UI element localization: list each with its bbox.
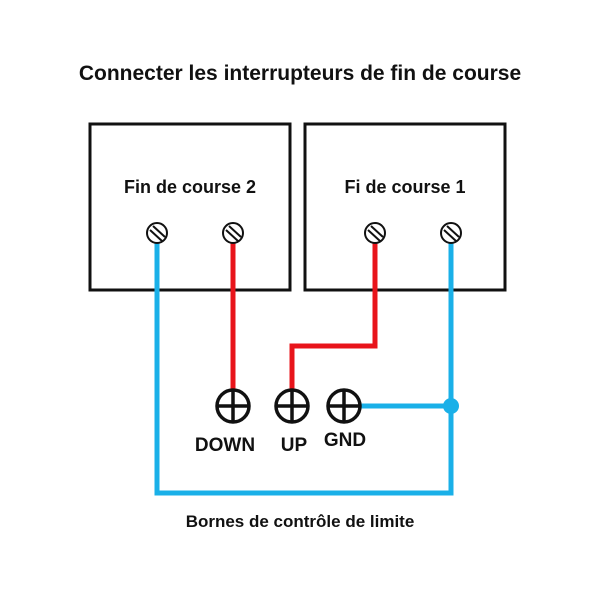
limit-switch-2-label: Fin de course 2	[124, 177, 256, 197]
terminal-gnd-label: GND	[324, 430, 366, 451]
red-wire-up	[289, 240, 378, 392]
wire-junction-dot	[443, 398, 459, 414]
blue-wire-common	[154, 240, 454, 496]
limit-switch-1-box	[303, 122, 507, 292]
terminal-up-label: UP	[281, 435, 308, 456]
screw-icon	[222, 222, 244, 244]
terminal-down-label: DOWN	[195, 435, 255, 456]
terminal-up-icon	[274, 388, 310, 424]
terminal-gnd-icon	[326, 388, 362, 424]
blue-wires	[154, 240, 454, 496]
limit-switch-2-box	[88, 122, 292, 292]
diagram-caption: Bornes de contrôle de limite	[185, 512, 415, 531]
screw-icon	[440, 222, 462, 244]
screw-icon	[146, 222, 168, 244]
diagram-title: Connecter les interrupteurs de fin de co…	[78, 62, 522, 85]
red-wires	[230, 240, 378, 392]
terminal-down-icon	[215, 388, 251, 424]
screw-icon	[364, 222, 386, 244]
limit-switch-1-label: Fi de course 1	[344, 177, 465, 197]
